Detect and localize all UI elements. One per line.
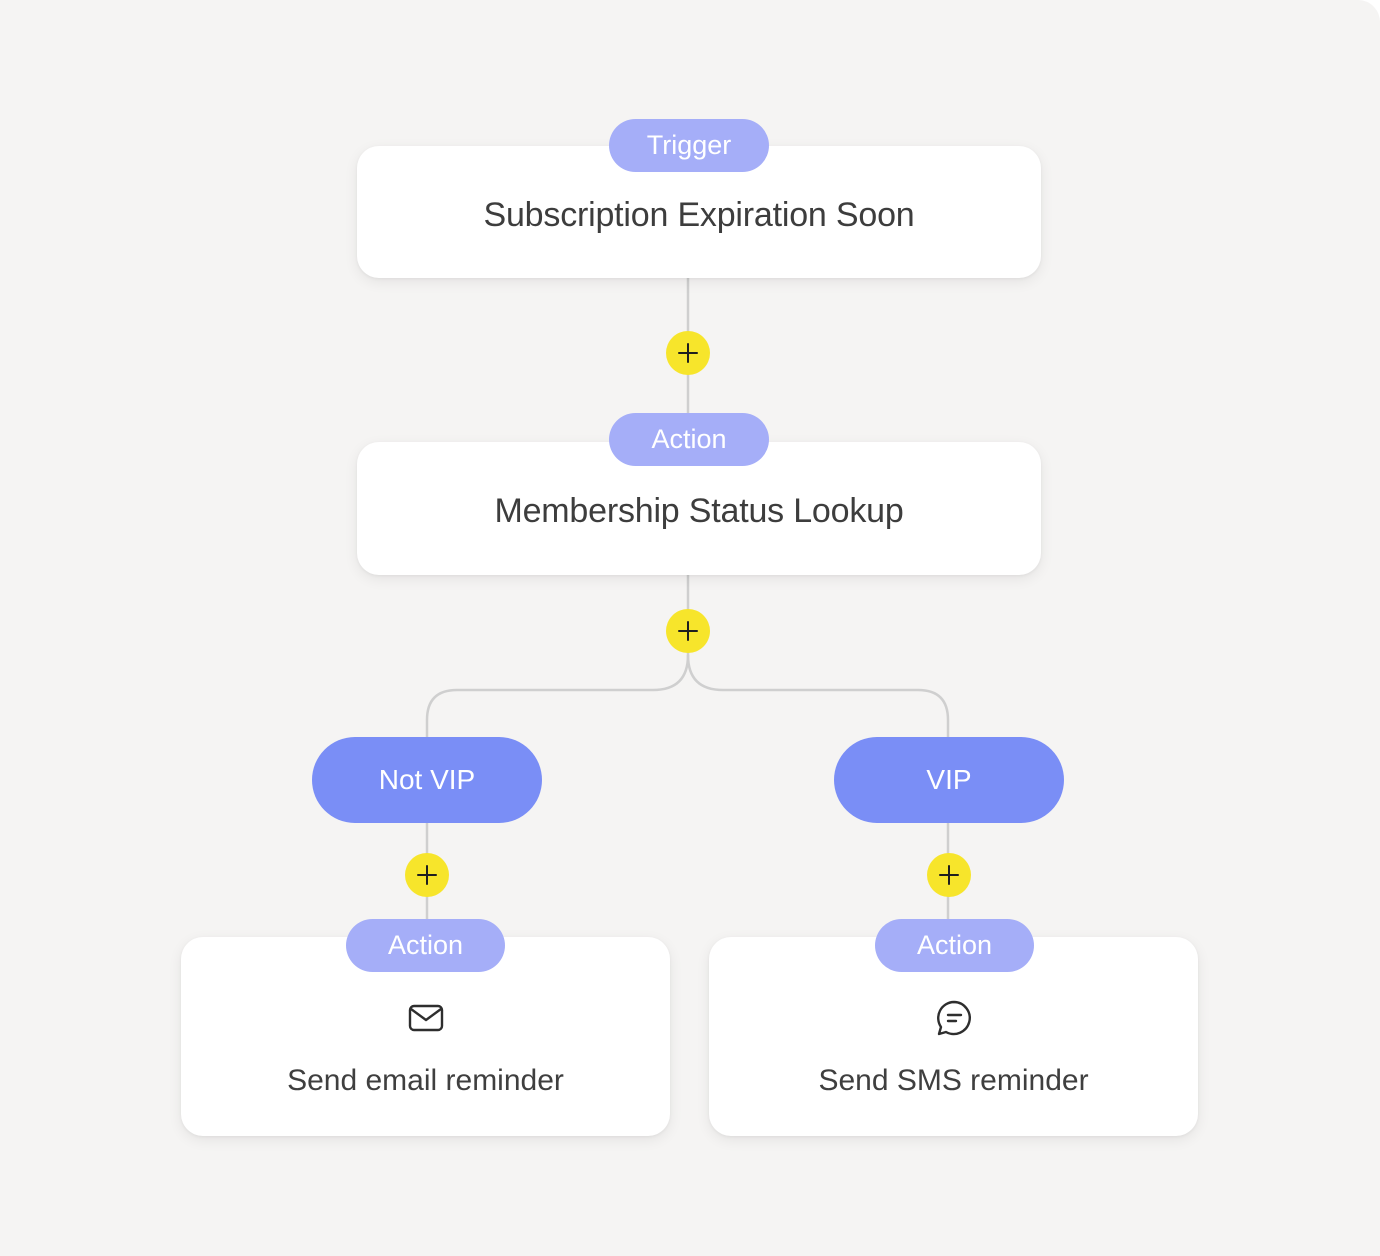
- sms-step-label: Send SMS reminder: [818, 1064, 1089, 1097]
- add-step-button-not-vip[interactable]: [405, 853, 449, 897]
- connector-split-right: [686, 654, 950, 737]
- trigger-card[interactable]: Subscription Expiration Soon: [357, 146, 1041, 278]
- chat-bubble-icon: [937, 1000, 971, 1036]
- email-step-card[interactable]: Send email reminder: [181, 937, 670, 1136]
- add-branch-button[interactable]: [666, 609, 710, 653]
- add-step-button[interactable]: [666, 331, 710, 375]
- trigger-title: Subscription Expiration Soon: [483, 196, 915, 234]
- add-step-button-vip[interactable]: [927, 853, 971, 897]
- sms-step-badge: Action: [875, 919, 1034, 972]
- branch-vip[interactable]: VIP: [834, 737, 1064, 823]
- lookup-badge: Action: [609, 413, 769, 466]
- email-step-label: Send email reminder: [287, 1064, 564, 1097]
- envelope-icon: [408, 1004, 444, 1032]
- connector-split-left: [425, 654, 690, 737]
- lookup-title: Membership Status Lookup: [494, 492, 904, 530]
- trigger-badge: Trigger: [609, 119, 769, 172]
- branch-not-vip[interactable]: Not VIP: [312, 737, 542, 823]
- email-step-badge: Action: [346, 919, 505, 972]
